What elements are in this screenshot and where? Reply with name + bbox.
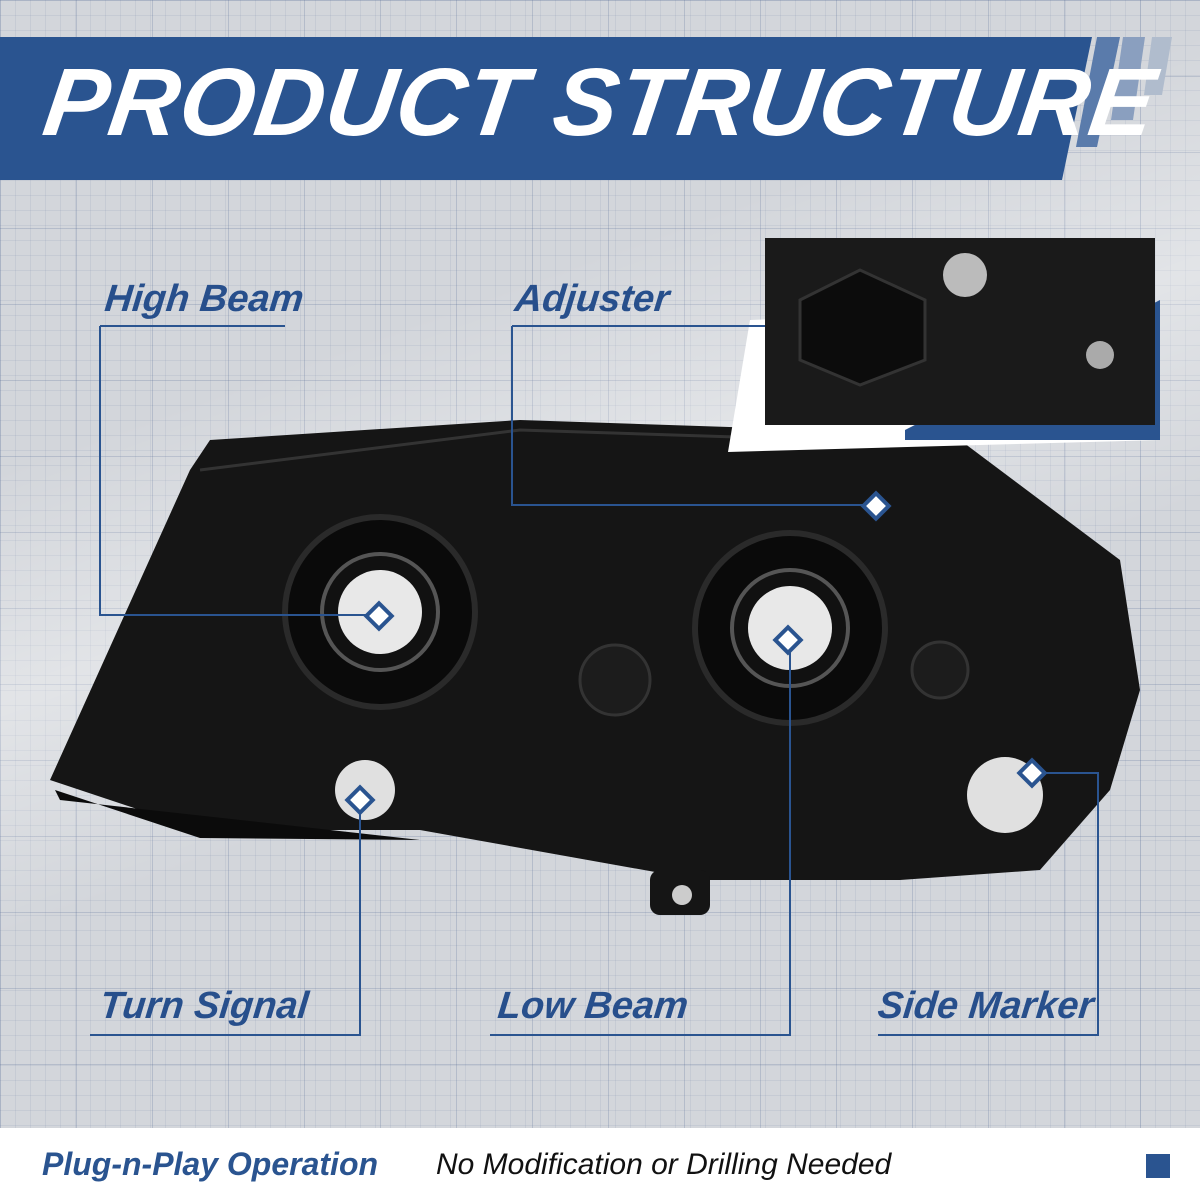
- callout-diamonds: [344, 490, 1048, 816]
- page-title: PRODUCT STRUCTURE: [37, 49, 1163, 156]
- label-low-beam: Low Beam: [495, 985, 691, 1027]
- title-banner: [0, 37, 1092, 180]
- side-marker-marker: [1016, 757, 1048, 789]
- footer-square-accent: [1146, 1154, 1170, 1178]
- adjuster-inset-photo: [728, 238, 1160, 452]
- banner-accent-stripe: [1111, 37, 1145, 120]
- low-beam-marker: [772, 624, 804, 656]
- footer-headline: Plug-n-Play Operation: [42, 1146, 379, 1182]
- label-high-beam: High Beam: [102, 278, 306, 320]
- label-side-marker: Side Marker: [875, 985, 1096, 1027]
- footer-bar: [0, 1128, 1200, 1200]
- adjuster-marker: [860, 490, 892, 522]
- label-turn-signal: Turn Signal: [97, 985, 311, 1027]
- banner-accent-stripe: [1144, 37, 1172, 95]
- high-beam-marker: [363, 600, 395, 632]
- label-adjuster: Adjuster: [512, 278, 672, 320]
- turn-signal-marker: [344, 784, 376, 816]
- headlight-housing: [50, 420, 1140, 915]
- footer-subtext: No Modification or Drilling Needed: [436, 1148, 892, 1181]
- banner-accent-stripe: [1076, 37, 1120, 147]
- product-illustration: [0, 37, 1172, 1036]
- callout-lines: [90, 325, 1099, 1036]
